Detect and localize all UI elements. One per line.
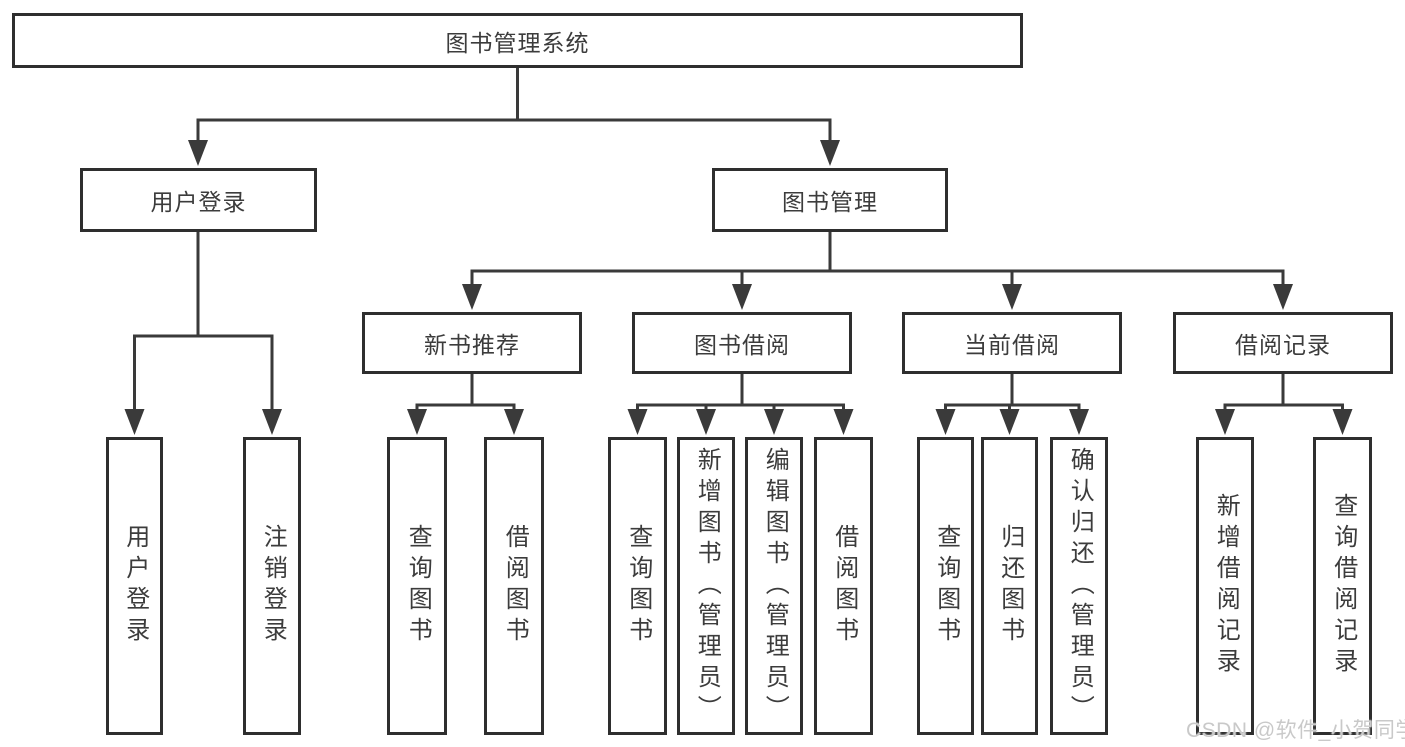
watermark: CSDN @软件_小贺同学: [1186, 719, 1405, 742]
leaf-edit-books-admin: 编辑图书（管理员）: [745, 437, 803, 735]
leaf-logout: 注销登录: [243, 437, 301, 735]
node-book-management: 图书管理: [712, 168, 948, 232]
leaf-query-borrow-record: 查询借阅记录: [1313, 437, 1372, 735]
leaf-query-books-recommend: 查询图书: [387, 437, 447, 735]
leaf-query-books-borrowing: 查询图书: [608, 437, 667, 735]
leaf-user-login: 用户登录: [106, 437, 163, 735]
leaf-add-books-admin: 新增图书（管理员）: [677, 437, 735, 735]
leaf-borrow-books-recommend: 借阅图书: [484, 437, 544, 735]
node-new-book-recommendation: 新书推荐: [362, 312, 582, 374]
leaf-borrow-books: 借阅图书: [814, 437, 873, 735]
node-user-login: 用户登录: [80, 168, 317, 232]
node-current-borrowing: 当前借阅: [902, 312, 1122, 374]
node-borrowing-records: 借阅记录: [1173, 312, 1393, 374]
node-book-borrowing: 图书借阅: [632, 312, 852, 374]
leaf-confirm-return-admin: 确认归还（管理员）: [1050, 437, 1108, 735]
leaf-return-books: 归还图书: [981, 437, 1038, 735]
node-library-management-system: 图书管理系统: [12, 13, 1023, 68]
leaf-add-borrow-record: 新增借阅记录: [1196, 437, 1254, 735]
leaf-query-books-current: 查询图书: [917, 437, 974, 735]
